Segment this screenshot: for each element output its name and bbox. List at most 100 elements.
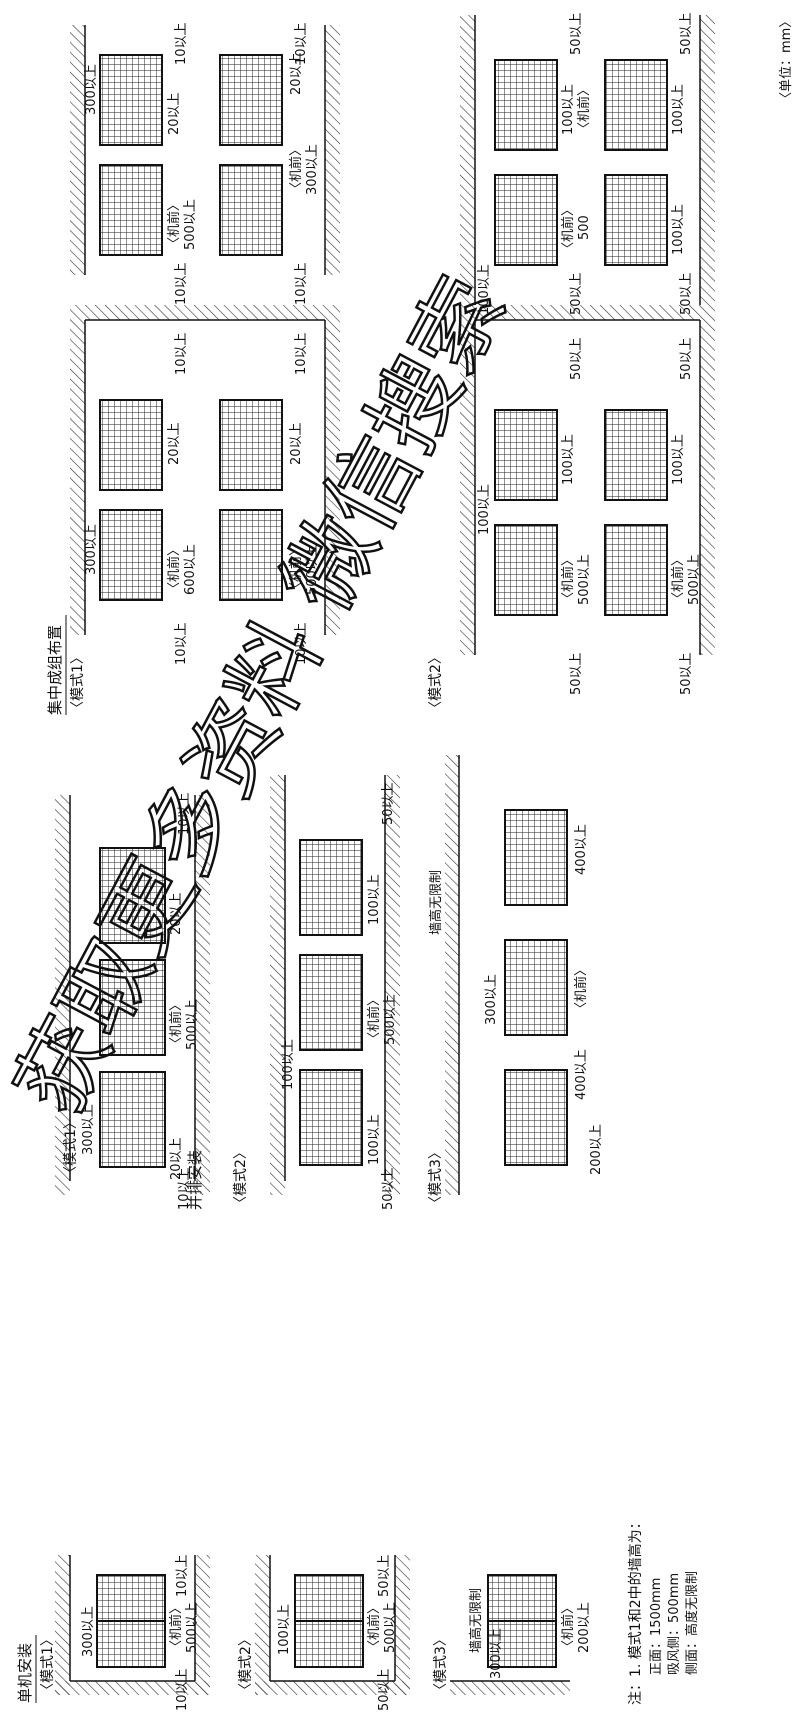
group-p1b-lbl-5: 300以上: [305, 144, 320, 195]
group-p1b-lbl-8: 10以上: [174, 22, 189, 65]
group-p1a-room: [70, 305, 340, 635]
group-p2a-lbl-7: 50以上: [569, 652, 584, 695]
parallel-p3-lbl-2: 200以上: [589, 1124, 604, 1175]
group-p2a-lbl-1: 〈机前〉: [560, 553, 576, 605]
single-p2-lbl-2: 500以上: [383, 1602, 398, 1653]
parallel-p3-name: 〈模式3〉: [428, 1145, 444, 1210]
single-p1-lbl-2: 500以上: [185, 1602, 200, 1653]
single-p2-lbl-1: 〈机前〉: [366, 1601, 382, 1653]
notes-line-2: 吸风侧：500mm: [667, 1573, 682, 1675]
parallel-p1-lbl-0: 300以上: [81, 1104, 96, 1155]
group-p1a-lbl-9: 10以上: [294, 622, 309, 665]
single-install-title: 单机安装: [16, 1643, 34, 1703]
group-p2b-lbl-1: 〈机前〉: [560, 203, 576, 255]
single-p3-wall: [450, 1680, 570, 1695]
parallel-p3-wall-note: 墙高无限制: [428, 870, 444, 935]
parallel-p2-name: 〈模式2〉: [233, 1145, 249, 1210]
single-p3-lbl-1: 〈机前〉: [560, 1601, 576, 1653]
group-p1-name: 〈模式1〉: [70, 650, 86, 715]
group-p1a-lbl-5: 500以上: [305, 544, 320, 595]
parallel-p3-units: [504, 809, 568, 1166]
parallel-p1-lbl-5: 10以上: [177, 1167, 192, 1210]
parallel-p2-lbl-3: 500以上: [383, 994, 398, 1045]
group-p2b-lbl-3: 100以上: [561, 84, 576, 135]
notes-line-1: 正面：1500mm: [649, 1578, 664, 1675]
group-p2b-lbl-8: 50以上: [569, 12, 584, 55]
group-install-title: 集中成组布置: [46, 625, 64, 715]
single-p2-lbl-4: 50以上: [377, 1554, 392, 1597]
group-p1a-units: [99, 399, 283, 601]
unit-note: 〈单位：mm〉: [779, 15, 794, 105]
group-p2b-lbl-6: 100以上: [671, 84, 686, 135]
parallel-p1-lbl-1: 20以上: [169, 1137, 184, 1180]
group-p1b-lbl-7: 10以上: [174, 262, 189, 305]
parallel-p2-lbl-2: 〈机前〉: [366, 993, 382, 1045]
group-p1b-lbl-0: 300以上: [84, 64, 99, 115]
single-p1-lbl-0: 300以上: [81, 1606, 96, 1657]
parallel-p2-units: [299, 839, 363, 1166]
group-p2a-lbl-0: 100以上: [477, 484, 492, 535]
group-p2b-lbl-7: 50以上: [569, 272, 584, 315]
group-p1a-lbl-1: 〈机前〉: [166, 543, 182, 595]
group-p1b-lbl-3: 20以上: [167, 92, 182, 135]
single-p3-wall-note: 墙高无限制: [468, 1588, 484, 1653]
group-p1b-lbl-1: 〈机前〉: [166, 198, 182, 250]
notes-lead: 注：1. 模式1和2中的墙高为：: [627, 1515, 644, 1705]
group-p2a-lbl-8: 50以上: [569, 337, 584, 380]
parallel-p1-lbl-3: 500以上: [185, 999, 200, 1050]
group-p1a-lbl-2: 600以上: [183, 544, 198, 595]
single-p1-lbl-4: 10以上: [175, 1554, 190, 1597]
group-p2b-room: [460, 15, 715, 305]
single-p2-unit: [294, 1574, 364, 1668]
group-p1b-lbl-6: 20以上: [289, 52, 304, 95]
group-p1a-lbl-4: 〈机前〉: [288, 543, 304, 595]
group-p1a-lbl-6: 20以上: [289, 422, 304, 465]
parallel-p1-units: [99, 847, 166, 1168]
group-p2a-lbl-4: 〈机前〉: [670, 553, 686, 605]
notes-line-3: 侧面：高度无限制: [684, 1571, 700, 1675]
group-p1b-lbl-2: 500以上: [183, 199, 198, 250]
group-p2b-units: [494, 59, 668, 266]
parallel-p2-lbl-1: 100以上: [367, 1114, 382, 1165]
group-p1a-lbl-10: 10以上: [294, 332, 309, 375]
parallel-p1-lbl-2: 〈机前〉: [168, 998, 184, 1050]
group-p1b-units: [99, 54, 283, 256]
single-p3-unit: [487, 1574, 557, 1668]
parallel-p2-room: [270, 775, 400, 1195]
group-p1b-lbl-9: 10以上: [294, 262, 309, 305]
single-p1-lbl-3: 10以上: [175, 1668, 190, 1711]
group-p2a-lbl-2: 500以上: [577, 554, 592, 605]
group-p2-name: 〈模式2〉: [428, 650, 444, 715]
parallel-p3-lbl-1: 400以上: [574, 1049, 589, 1100]
group-p2b-lbl-5: 100以上: [671, 204, 686, 255]
parallel-p2-lbl-0: 100以上: [281, 1039, 296, 1090]
group-p1b-lbl-4: 〈机前〉: [288, 143, 304, 195]
parallel-p3-lbl-3: 〈机前〉: [573, 963, 589, 1015]
group-p1b-lbl-10: 10以上: [294, 22, 309, 65]
group-p1a-lbl-7: 10以上: [174, 622, 189, 665]
group-p1b-room: [70, 25, 340, 275]
parallel-p3-lbl-4: 400以上: [574, 824, 589, 875]
parallel-p1-lbl-6: 10以上: [177, 792, 192, 835]
single-p3-name: 〈模式3〉: [433, 1632, 449, 1697]
group-p2a-units: [494, 409, 668, 616]
group-p2a-lbl-10: 50以上: [679, 337, 694, 380]
parallel-p1-name: 〈模式1〉: [63, 1115, 79, 1180]
parallel-p2-lbl-6: 50以上: [381, 782, 396, 825]
group-p2b-lbl-2: 500: [577, 215, 592, 240]
group-p2b-lbl-9: 50以上: [679, 272, 694, 315]
group-p2a-lbl-6: 100以上: [671, 434, 686, 485]
single-p2-name: 〈模式2〉: [238, 1632, 254, 1697]
single-p3-lbl-0: 300以上: [489, 1628, 504, 1679]
group-p2a-lbl-5: 500以上: [687, 554, 702, 605]
single-p1-unit: [96, 1574, 166, 1668]
group-p1a-lbl-0: 300以上: [84, 524, 99, 575]
group-p2a-lbl-9: 50以上: [679, 652, 694, 695]
group-p2b-lbl-10: 50以上: [679, 12, 694, 55]
group-p2b-lbl-0: 100以上: [477, 264, 492, 315]
group-p1a-lbl-8: 10以上: [174, 332, 189, 375]
group-p1a-lbl-3: 20以上: [167, 422, 182, 465]
group-p2b-lbl-4: 〈机前〉: [576, 83, 592, 135]
